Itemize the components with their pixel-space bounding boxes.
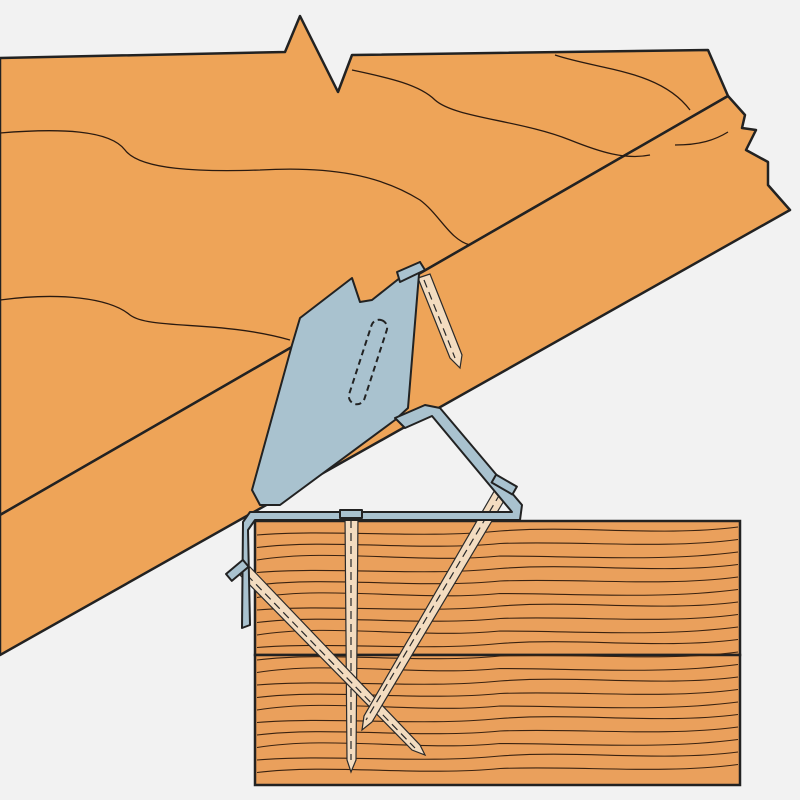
top-plate-lower <box>253 653 742 787</box>
grain-line <box>256 626 739 636</box>
grain-line <box>256 576 739 586</box>
connector-side-flange <box>251 261 421 506</box>
grain-line <box>256 688 739 699</box>
grain-line <box>256 638 739 649</box>
grain-line <box>256 701 739 711</box>
grain-line <box>256 726 739 736</box>
nail-head-left <box>225 558 250 582</box>
grain-line <box>256 613 739 624</box>
nail-head-top <box>339 509 363 519</box>
connector-tab <box>396 261 426 283</box>
nail-rafter <box>417 273 463 370</box>
nails <box>239 273 509 774</box>
connector-strap <box>241 404 523 629</box>
grain-line <box>256 676 739 686</box>
rafter-grain <box>0 54 729 341</box>
grain-line <box>256 601 739 611</box>
plate-grain <box>256 526 739 774</box>
grain-line <box>256 551 739 561</box>
grain-line <box>256 563 739 574</box>
connector <box>225 261 523 629</box>
grain-line <box>256 751 739 761</box>
top-plate-upper <box>253 519 742 657</box>
connector-slot <box>347 318 389 406</box>
grain-line <box>256 538 739 549</box>
grain-line <box>256 713 739 724</box>
grain-line <box>256 738 739 749</box>
grain-line <box>256 663 739 674</box>
grain-line <box>256 526 739 536</box>
grain-line <box>256 588 739 599</box>
grain-line <box>256 763 739 774</box>
nail-head-right <box>490 473 518 496</box>
nail-vertical <box>344 514 359 774</box>
